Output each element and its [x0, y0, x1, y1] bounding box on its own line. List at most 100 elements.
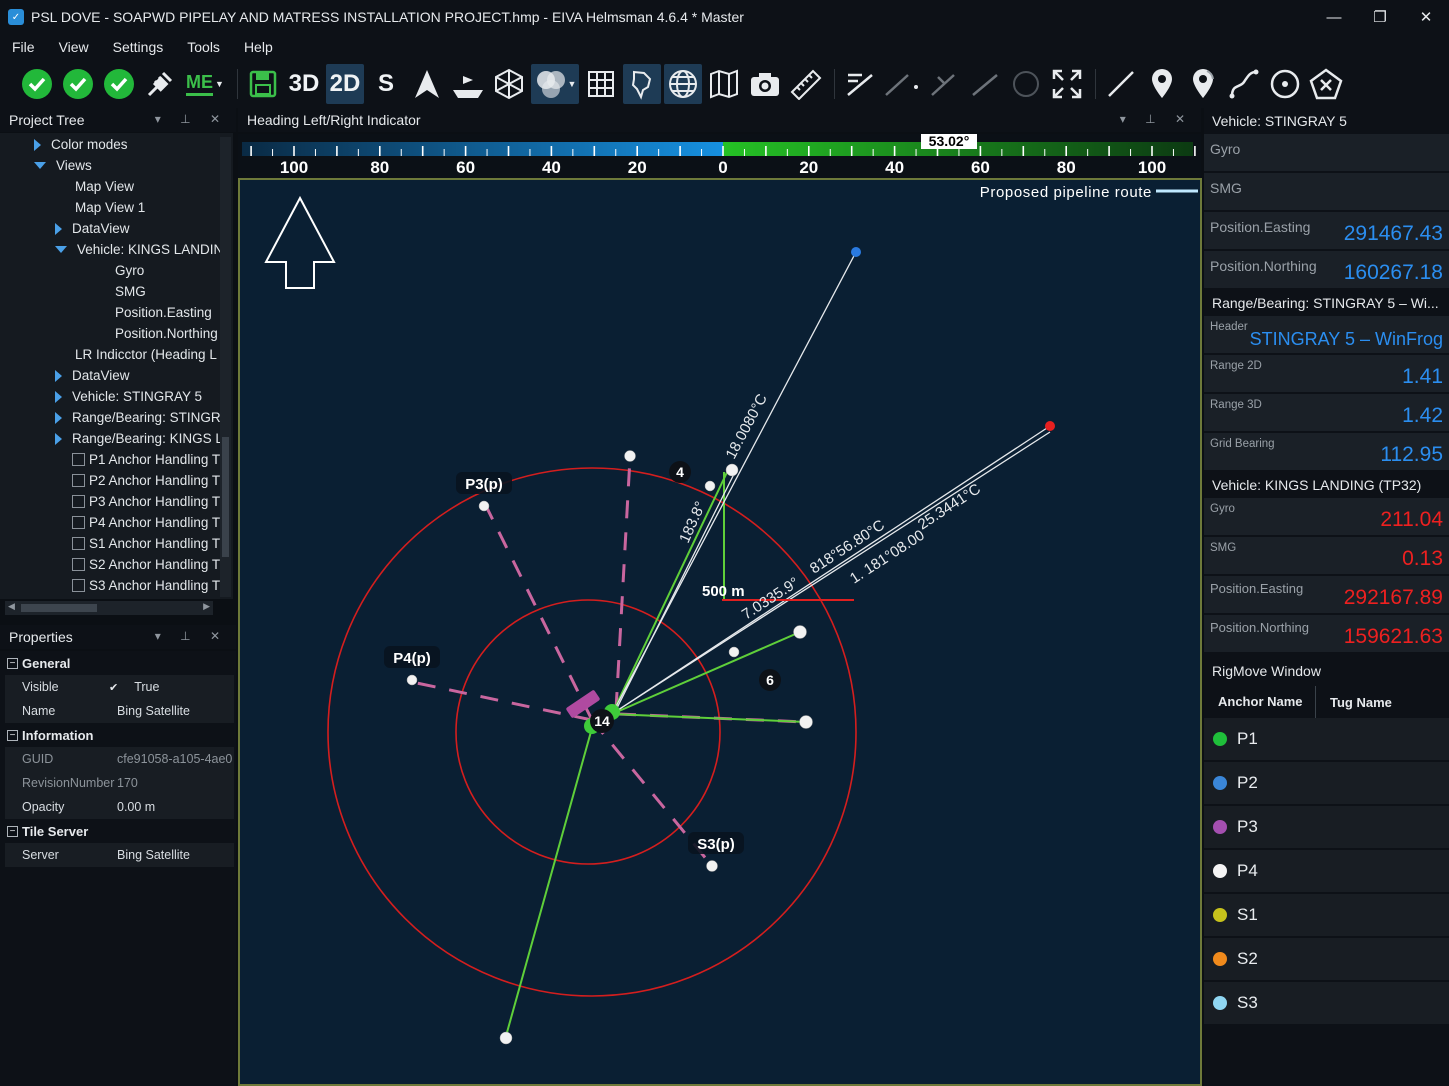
menu-tools[interactable]: Tools: [187, 39, 220, 55]
panel-controls[interactable]: ▾ ⊥ ✕: [154, 112, 228, 126]
polygon-button[interactable]: [1307, 64, 1345, 104]
property-group-header[interactable]: −General: [0, 651, 236, 675]
rigmove-row-s2[interactable]: S2: [1204, 938, 1449, 980]
view-s-button[interactable]: S: [367, 64, 405, 104]
grid-button[interactable]: [582, 64, 620, 104]
tree-item[interactable]: P4 Anchor Handling T: [0, 512, 233, 533]
tree-item[interactable]: P3 Anchor Handling T: [0, 491, 233, 512]
col-anchor-name[interactable]: Anchor Name: [1204, 686, 1316, 718]
property-value[interactable]: cfe91058-a105-4ae0: [117, 752, 233, 766]
track-tool-button[interactable]: [841, 64, 879, 104]
tree-item[interactable]: Range/Bearing: KINGS L: [0, 428, 233, 449]
menu-view[interactable]: View: [58, 39, 89, 55]
panel-controls[interactable]: ▾ ⊥ ✕: [154, 629, 228, 643]
anchor-buoy-p1b[interactable]: [704, 480, 716, 492]
anchor-buoy-s2[interactable]: [793, 625, 807, 639]
anchor-buoy-s4[interactable]: [499, 1031, 513, 1045]
anchor-buoy-p1[interactable]: [725, 463, 739, 477]
collapse-arrow-icon[interactable]: [55, 411, 62, 424]
property-row[interactable]: Visible✔True: [5, 675, 234, 699]
close-button[interactable]: ✕: [1419, 9, 1433, 26]
status-ok-2-button[interactable]: [59, 64, 97, 104]
anchor-buoy-p3[interactable]: [478, 500, 490, 512]
curve-button[interactable]: [1225, 64, 1263, 104]
property-group-header[interactable]: −Information: [0, 723, 236, 747]
kings-landing-endpoint[interactable]: [1045, 421, 1055, 431]
property-value[interactable]: 0.00 m: [117, 800, 156, 814]
tree-item[interactable]: S3 Anchor Handling T: [0, 575, 233, 596]
connect-button[interactable]: [141, 64, 179, 104]
layers-dropdown-button[interactable]: ▼: [531, 64, 579, 104]
pin-button[interactable]: [1143, 64, 1181, 104]
box-3d-button[interactable]: [490, 64, 528, 104]
col-tug-name[interactable]: Tug Name: [1330, 694, 1392, 710]
expand-arrow-icon[interactable]: [55, 246, 67, 253]
rigmove-row-p4[interactable]: P4: [1204, 850, 1449, 892]
property-value[interactable]: Bing Satellite: [117, 848, 190, 862]
tree-item[interactable]: Gyro: [0, 260, 233, 281]
tree-item[interactable]: Position.Northing: [0, 323, 233, 344]
collapse-icon[interactable]: −: [7, 825, 18, 837]
scroll-left-icon[interactable]: ◀: [8, 601, 15, 611]
anchor-buoy-p4[interactable]: [406, 674, 418, 686]
tree-item[interactable]: DataView: [0, 365, 233, 386]
anchor-buoy-s3[interactable]: [706, 860, 718, 872]
property-value[interactable]: Bing Satellite: [117, 704, 190, 718]
line-tool-disabled-button[interactable]: [966, 64, 1004, 104]
fullscreen-button[interactable]: [1048, 64, 1086, 104]
property-value[interactable]: True: [134, 680, 160, 694]
view-3d-button[interactable]: 3D: [285, 64, 323, 104]
menu-file[interactable]: File: [12, 39, 35, 55]
property-value[interactable]: 170: [117, 776, 138, 790]
tree-vertical-scrollbar[interactable]: [220, 137, 231, 597]
map-button[interactable]: [705, 64, 743, 104]
collapse-icon[interactable]: −: [7, 729, 18, 741]
map-view[interactable]: Proposed pipeline route: [238, 178, 1202, 1086]
menu-settings[interactable]: Settings: [112, 39, 164, 55]
visibility-checkbox[interactable]: [72, 537, 85, 550]
rigmove-row-p2[interactable]: P2: [1204, 762, 1449, 804]
scrollbar-thumb[interactable]: [222, 437, 229, 557]
tree-item[interactable]: DataView: [0, 218, 233, 239]
collapse-arrow-icon[interactable]: [55, 369, 62, 382]
visibility-checkbox[interactable]: [72, 453, 85, 466]
anchor-buoy-mid[interactable]: [728, 646, 740, 658]
collapse-arrow-icon[interactable]: [34, 138, 41, 151]
rigmove-row-s3[interactable]: S3: [1204, 982, 1449, 1024]
target-button[interactable]: [1266, 64, 1304, 104]
tree-item[interactable]: Views: [0, 155, 233, 176]
anchor-buoy-p2[interactable]: [624, 450, 636, 462]
tree-item[interactable]: Vehicle: STINGRAY 5: [0, 386, 233, 407]
menu-help[interactable]: Help: [243, 39, 273, 55]
save-button[interactable]: [244, 64, 282, 104]
circle-tool-button[interactable]: [1007, 64, 1045, 104]
anchor-buoy-s1[interactable]: [799, 715, 813, 729]
collapse-icon[interactable]: −: [7, 657, 18, 669]
vessel-button[interactable]: [449, 64, 487, 104]
status-ok-3-button[interactable]: [100, 64, 138, 104]
vessel-icon[interactable]: [566, 690, 601, 719]
map-canvas[interactable]: Proposed pipeline route: [240, 180, 1200, 1084]
north-arrow-button[interactable]: [408, 64, 446, 104]
visibility-checkbox[interactable]: [72, 474, 85, 487]
tree-item[interactable]: Color modes: [0, 134, 233, 155]
marker-6[interactable]: 6: [766, 672, 774, 688]
tree-item[interactable]: Vehicle: KINGS LANDIN: [0, 239, 233, 260]
ruler-button[interactable]: [787, 64, 825, 104]
rigmove-row-s1[interactable]: S1: [1204, 894, 1449, 936]
panel-controls[interactable]: ▾ ⊥ ✕: [1119, 112, 1193, 126]
check-icon[interactable]: ✔: [109, 681, 119, 694]
point-line-tool-button[interactable]: [882, 64, 922, 104]
tree-item[interactable]: S2 Anchor Handling T: [0, 554, 233, 575]
rigmove-row-p1[interactable]: P1: [1204, 718, 1449, 760]
visibility-checkbox[interactable]: [72, 495, 85, 508]
minimize-button[interactable]: —: [1326, 8, 1342, 26]
tree-item[interactable]: Map View: [0, 176, 233, 197]
maximize-button[interactable]: ❐: [1373, 9, 1387, 26]
scroll-right-icon[interactable]: ▶: [203, 601, 210, 611]
tree-horizontal-scrollbar[interactable]: ◀ ▶: [5, 601, 213, 615]
tree-item[interactable]: Map View 1: [0, 197, 233, 218]
